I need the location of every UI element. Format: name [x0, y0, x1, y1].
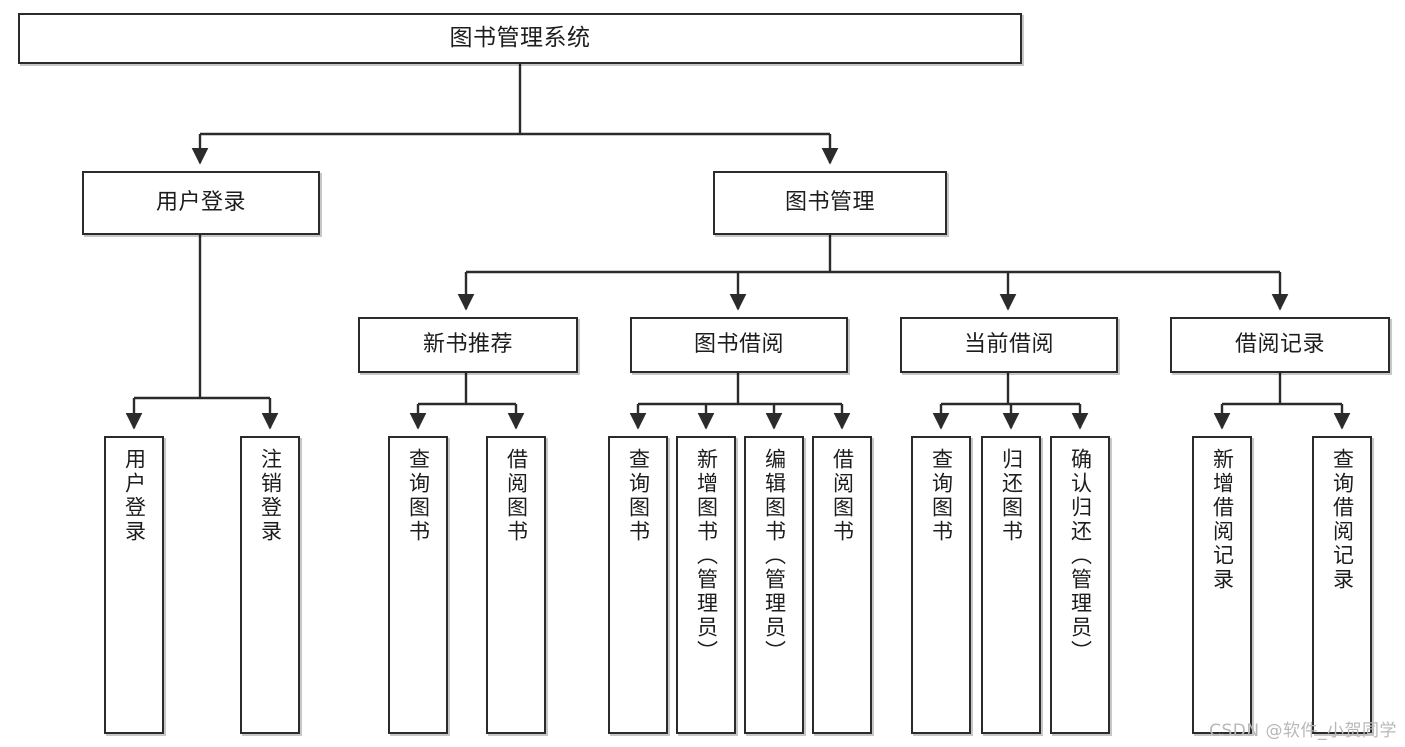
- node-current-borrow-label: 当前借阅: [963, 332, 1054, 358]
- node-leaf-borrow-book-1[interactable]: 借阅图书: [486, 436, 546, 734]
- node-leaf-query-book-3-label: 查询图书: [929, 448, 954, 544]
- node-leaf-query-book-3[interactable]: 查询图书: [911, 436, 971, 734]
- node-leaf-edit-book[interactable]: 编辑图书（管理员）: [744, 436, 804, 734]
- node-borrow-record-label: 借阅记录: [1234, 332, 1325, 358]
- node-book-manage[interactable]: 图书管理: [713, 171, 947, 235]
- node-leaf-query-book-1-label: 查询图书: [406, 448, 431, 544]
- node-leaf-query-book-2[interactable]: 查询图书: [608, 436, 668, 734]
- node-borrow-record[interactable]: 借阅记录: [1170, 317, 1390, 373]
- csdn-watermark: CSDN @软件_小贺同学: [1209, 721, 1397, 741]
- node-leaf-add-book[interactable]: 新增图书（管理员）: [676, 436, 736, 734]
- node-user-login-label: 用户登录: [155, 190, 246, 216]
- node-leaf-add-book-label: 新增图书（管理员）: [694, 448, 719, 664]
- node-leaf-borrow-book-1-label: 借阅图书: [504, 448, 529, 544]
- node-user-login[interactable]: 用户登录: [82, 171, 320, 235]
- node-root-label: 图书管理系统: [449, 25, 591, 52]
- node-leaf-user-login[interactable]: 用户登录: [104, 436, 164, 734]
- node-book-borrow[interactable]: 图书借阅: [630, 317, 848, 373]
- node-leaf-confirm-return[interactable]: 确认归还（管理员）: [1050, 436, 1110, 734]
- node-leaf-query-record-label: 查询借阅记录: [1330, 448, 1355, 592]
- node-leaf-logout-login-label: 注销登录: [258, 448, 283, 544]
- node-new-book-recommend[interactable]: 新书推荐: [358, 317, 578, 373]
- node-leaf-return-book[interactable]: 归还图书: [981, 436, 1041, 734]
- node-leaf-query-book-1[interactable]: 查询图书: [388, 436, 448, 734]
- node-root[interactable]: 图书管理系统: [18, 13, 1022, 64]
- node-leaf-borrow-book-2[interactable]: 借阅图书: [812, 436, 872, 734]
- node-leaf-logout-login[interactable]: 注销登录: [240, 436, 300, 734]
- node-leaf-add-record-label: 新增借阅记录: [1210, 448, 1235, 592]
- node-leaf-confirm-return-label: 确认归还（管理员）: [1068, 448, 1093, 664]
- node-current-borrow[interactable]: 当前借阅: [900, 317, 1118, 373]
- node-leaf-add-record[interactable]: 新增借阅记录: [1192, 436, 1252, 734]
- node-leaf-edit-book-label: 编辑图书（管理员）: [762, 448, 787, 664]
- node-new-book-recommend-label: 新书推荐: [422, 332, 513, 358]
- node-leaf-return-book-label: 归还图书: [999, 448, 1024, 544]
- node-leaf-user-login-label: 用户登录: [122, 448, 147, 544]
- node-leaf-query-book-2-label: 查询图书: [626, 448, 651, 544]
- node-leaf-borrow-book-2-label: 借阅图书: [830, 448, 855, 544]
- node-book-borrow-label: 图书借阅: [693, 332, 784, 358]
- node-leaf-query-record[interactable]: 查询借阅记录: [1312, 436, 1372, 734]
- node-book-manage-label: 图书管理: [784, 190, 875, 216]
